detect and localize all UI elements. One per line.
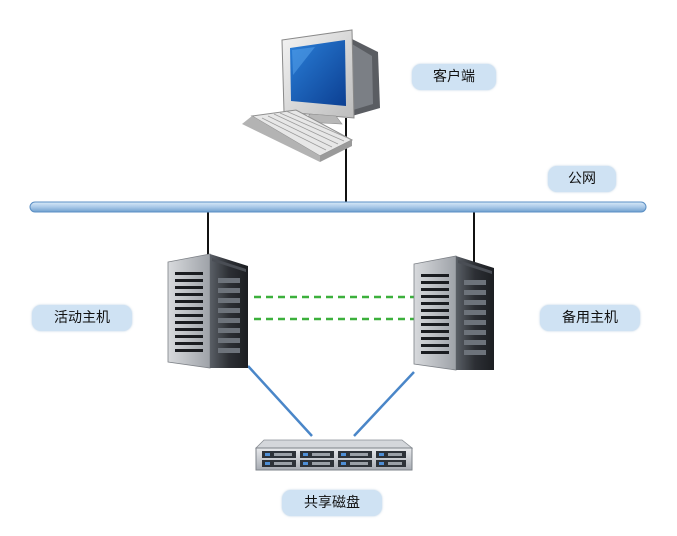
- public-network-bus: [29, 201, 647, 213]
- standby-host-storage-link: [353, 371, 415, 437]
- shared-disk-array-icon: [255, 439, 414, 471]
- public-network-label: 公网: [548, 166, 616, 192]
- active-host-server-icon: [167, 253, 248, 369]
- client-label: 客户端: [412, 64, 496, 90]
- standby-host-label: 备用主机: [540, 305, 640, 331]
- active-host-storage-link: [247, 365, 313, 437]
- desktop-computer-icon: [242, 29, 380, 162]
- connection-lines: [207, 118, 475, 437]
- standby-host-server-icon: [413, 255, 494, 371]
- active-host-label: 活动主机: [32, 305, 132, 331]
- shared-disk-label: 共享磁盘: [282, 490, 382, 516]
